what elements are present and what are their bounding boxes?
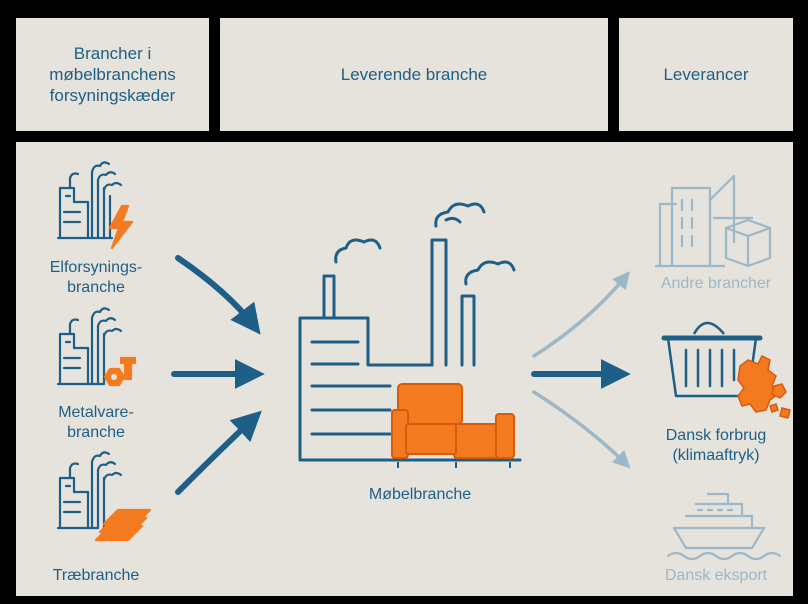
label-line: Elforsynings- xyxy=(49,259,143,276)
buildings-box-icon xyxy=(654,174,772,268)
header-line: møbelbranchens xyxy=(49,65,176,84)
arrow-to-danish-export xyxy=(532,390,631,469)
header-supplying-industry: Leverende branche xyxy=(220,18,608,131)
label-danish-consumption: Dansk forbrug (klimaaftryk) xyxy=(640,426,792,466)
arrow-to-other-industries xyxy=(532,271,630,358)
label-line: Andre brancher xyxy=(660,275,772,292)
factory-bolt-nut-icon xyxy=(56,307,137,387)
header-line: Brancher i xyxy=(73,44,152,63)
label-line: Dansk eksport xyxy=(664,567,768,584)
label-furniture-industry: Møbelbranche xyxy=(350,485,490,505)
arrow-wood-to-furniture xyxy=(175,410,262,495)
label-wood-industry: Træbranche xyxy=(40,566,152,586)
arrow-electricity-to-furniture xyxy=(175,255,261,335)
diagram-panel xyxy=(16,142,793,596)
label-line: Metalvare- xyxy=(58,404,134,421)
label-line: Møbelbranche xyxy=(368,486,472,503)
header-deliveries: Leverancer xyxy=(619,18,793,131)
ship-icon xyxy=(666,492,782,561)
sofa-icon xyxy=(391,383,515,468)
header-deliveries-label: Leverancer xyxy=(663,65,749,84)
header-supplying-industry-label: Leverende branche xyxy=(340,65,488,84)
factory-lightning-icon xyxy=(56,161,134,250)
basket-denmark-icon xyxy=(661,321,791,419)
label-line: branche xyxy=(67,279,125,296)
header-line: forsyningskæder xyxy=(49,86,176,105)
label-danish-export: Dansk eksport xyxy=(640,566,792,586)
label-electricity-industry: Elforsynings- branche xyxy=(40,258,152,298)
label-line: (klimaaftryk) xyxy=(672,447,760,464)
label-line: Træbranche xyxy=(52,567,140,584)
label-metal-industry: Metalvare- branche xyxy=(40,403,152,443)
furniture-factory-icon xyxy=(298,202,522,462)
label-line: Dansk forbrug xyxy=(665,427,767,444)
label-line: branche xyxy=(67,424,125,441)
header-supply-chain-industries: Brancher i møbelbranchens forsyningskæde… xyxy=(16,18,209,131)
label-other-industries: Andre brancher xyxy=(640,274,792,294)
factory-wood-planks-icon xyxy=(56,451,152,542)
